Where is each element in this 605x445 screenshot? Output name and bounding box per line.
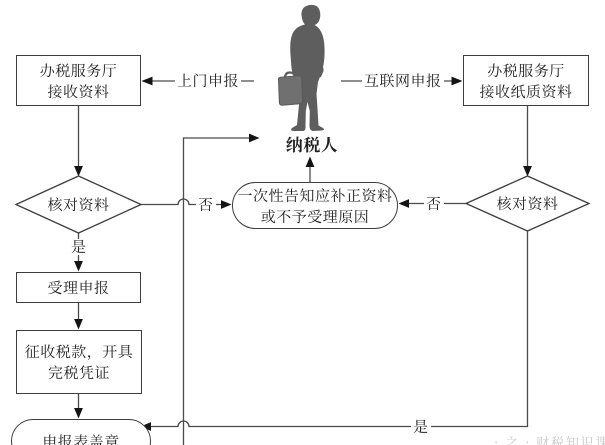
arrowhead-accept-collect bbox=[74, 319, 83, 330]
node-hall-left-line1: 办税服务厅 bbox=[39, 59, 118, 81]
node-hall-right-line2: 接收纸质资料 bbox=[479, 80, 573, 102]
arrowhead-return-taxpayer bbox=[249, 133, 260, 143]
node-collect-line1: 征收税款，开具 bbox=[24, 341, 134, 362]
arrowhead-no-left bbox=[221, 200, 232, 209]
node-hall-right-line1: 办税服务厅 bbox=[487, 59, 565, 81]
edge-label-yes-left: 是 bbox=[69, 236, 89, 257]
taxpayer-icon bbox=[277, 4, 325, 132]
node-notify: 一次性告知应补正资料 或不予受理原因 bbox=[232, 182, 398, 229]
watermark: · 之 · 财税知识课堂 bbox=[494, 432, 605, 445]
diamond-check-right bbox=[464, 175, 591, 232]
node-hall-left-line2: 接收资料 bbox=[47, 80, 110, 102]
node-collect: 征收税款，开具 完税凭证 bbox=[16, 330, 142, 394]
node-notify-line2: 或不予受理原因 bbox=[260, 205, 370, 227]
arrowhead-notify-taxpayer bbox=[305, 156, 315, 167]
edge-label-no-left: 否 bbox=[196, 193, 216, 215]
check-left-text: 核对资料 bbox=[47, 194, 110, 215]
edge-label-internet: 互联网申报 bbox=[362, 70, 444, 91]
edge-label-walkin: 上门申报 bbox=[175, 70, 242, 91]
arrowhead-internet bbox=[451, 76, 463, 86]
arrowhead-yes-left bbox=[74, 261, 83, 272]
node-check-right-label: 核对资料 bbox=[466, 176, 589, 231]
taxpayer-label: 纳税人 bbox=[285, 131, 339, 156]
arrowhead-leftbox-diamond bbox=[74, 166, 83, 177]
node-hall-left: 办税服务厅 接收资料 bbox=[16, 55, 141, 106]
node-accept-text: 受理申报 bbox=[47, 277, 110, 298]
arrowheads bbox=[74, 76, 532, 431]
edge-label-yes-bottom: 是 bbox=[411, 415, 431, 437]
arrowhead-rightbox-diamond bbox=[523, 166, 532, 177]
edge-return-taxpayer bbox=[182, 137, 250, 445]
arrowhead-collect-stamp bbox=[74, 408, 83, 419]
arrowhead-walkin bbox=[141, 76, 153, 86]
node-check-left-label: 核对资料 bbox=[16, 176, 141, 233]
check-right-text: 核对资料 bbox=[496, 193, 559, 214]
node-hall-right: 办税服务厅 接收纸质资料 bbox=[463, 55, 589, 106]
edge-label-no-right: 否 bbox=[424, 192, 444, 214]
arrowhead-no-right bbox=[398, 199, 409, 208]
node-collect-line2: 完税凭证 bbox=[47, 362, 110, 383]
node-notify-line1: 一次性告知应补正资料 bbox=[237, 184, 393, 206]
node-stamp: 申报表盖章 bbox=[11, 419, 151, 445]
edge-yes-bottom bbox=[151, 231, 529, 428]
briefcase bbox=[277, 71, 304, 106]
node-accept: 受理申报 bbox=[16, 272, 141, 303]
node-stamp-text: 申报表盖章 bbox=[42, 430, 120, 445]
diamond-check-left bbox=[14, 175, 143, 234]
